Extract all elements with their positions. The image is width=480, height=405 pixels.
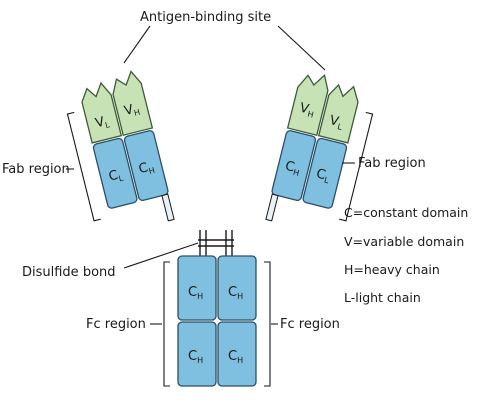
vl-domain-left — [81, 81, 123, 144]
ch-fc-top-left-label: CH — [188, 285, 203, 301]
disulfide-bond-pointer — [123, 242, 199, 269]
antigen-site-pointer-left — [123, 25, 151, 64]
cl-right-label: CL — [314, 166, 332, 185]
antigen-binding-site-label: Antigen-binding site — [140, 10, 271, 25]
ch-domain-left — [123, 130, 169, 201]
disulfide-bond-label: Disulfide bond — [22, 265, 116, 280]
legend: C=constant domain V=variable domain H=he… — [344, 205, 468, 305]
ch-domain-right — [271, 130, 317, 201]
ch-domain-fc-bottom-right — [217, 321, 257, 387]
hinge-left — [161, 193, 175, 222]
fab-bracket-left — [66, 111, 101, 222]
ch-domain-fc-top-right — [217, 255, 257, 321]
vh-right-label: VH — [298, 101, 316, 120]
ch-fc-bottom-left-label: CH — [188, 349, 203, 365]
fab-region-right-label: Fab region — [358, 156, 426, 171]
cl-domain-right — [302, 137, 348, 209]
ch-left-label: CH — [137, 159, 156, 178]
cl-domain-left — [92, 137, 138, 209]
fc-region-right-label: Fc region — [280, 317, 340, 332]
antigen-site-pointer-right — [277, 25, 326, 71]
vh-domain-right — [286, 74, 329, 136]
cl-left-label: CL — [107, 167, 125, 186]
ch-fc-top-right-label: CH — [228, 285, 243, 301]
fc-bracket-right — [264, 261, 271, 387]
ch-right-label: CH — [283, 159, 302, 178]
fab-arm-right: VH VL CH CL — [265, 74, 374, 222]
legend-item-heavy: H=heavy chain — [344, 262, 440, 277]
legend-item-constant: C=constant domain — [344, 205, 468, 220]
vl-domain-right — [317, 83, 359, 144]
vh-domain-left — [112, 70, 154, 136]
ch-domain-fc-top-left — [177, 255, 217, 321]
hinge-right — [265, 193, 279, 222]
ch-fc-bottom-right-label: CH — [228, 349, 243, 365]
vl-left-label: VL — [94, 113, 111, 132]
disulfide-bond-hinge — [196, 230, 236, 256]
fc-bracket-left — [163, 261, 170, 387]
vh-left-label: VH — [123, 101, 141, 120]
fab-arm-left: VL VH CL CH — [66, 70, 175, 222]
legend-item-light: L-light chain — [344, 290, 421, 305]
legend-item-variable: V=variable domain — [344, 234, 464, 249]
fc-region-left-label: Fc region — [86, 317, 146, 332]
ch-domain-fc-bottom-left — [177, 321, 217, 387]
vl-right-label: VL — [328, 113, 345, 132]
fab-bracket-right — [339, 111, 374, 222]
fab-region-left-label: Fab region — [2, 162, 70, 177]
